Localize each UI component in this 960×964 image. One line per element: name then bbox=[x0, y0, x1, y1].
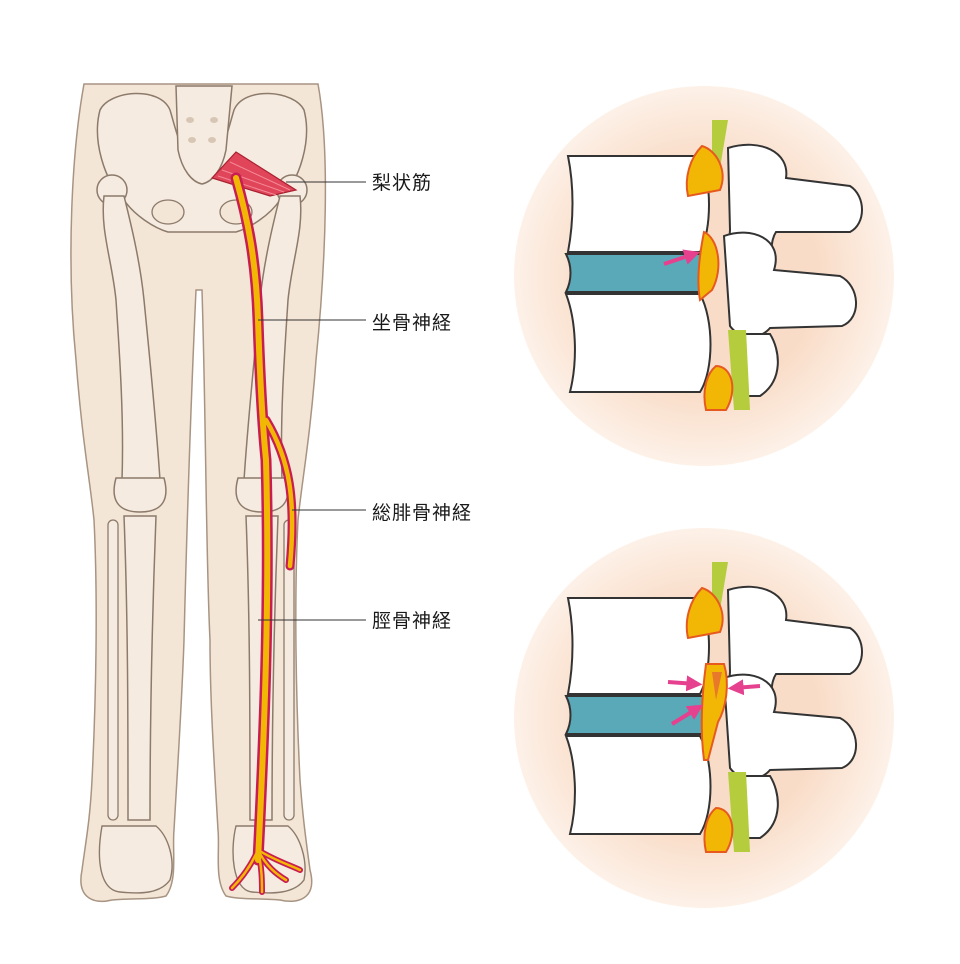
right-tibia bbox=[123, 515, 157, 821]
left-foot-bones bbox=[232, 825, 306, 894]
leader-lines bbox=[258, 181, 366, 621]
label-tibial-nerve: 脛骨神経 bbox=[372, 610, 453, 632]
right-foot-bones bbox=[98, 825, 173, 894]
pressure-arrow-icon bbox=[670, 704, 704, 726]
sciatic-nerve-path bbox=[229, 172, 303, 895]
right-knee bbox=[113, 477, 167, 513]
label-sciatic-nerve: 坐骨神経 bbox=[372, 312, 453, 334]
label-piriformis: 梨状筋 bbox=[372, 172, 433, 194]
leg-illustration bbox=[70, 83, 366, 903]
pressure-arrow-icon bbox=[663, 249, 701, 266]
pressure-arrow-icon bbox=[667, 675, 703, 692]
pressure-arrow-icon bbox=[727, 679, 761, 696]
spine-closeup-compressed bbox=[514, 528, 894, 908]
label-common-peroneal-nerve: 総腓骨神経 bbox=[372, 502, 473, 524]
right-fibula bbox=[107, 519, 119, 821]
spine-closeup-normal bbox=[514, 86, 894, 466]
sacrum-bone bbox=[175, 85, 233, 185]
